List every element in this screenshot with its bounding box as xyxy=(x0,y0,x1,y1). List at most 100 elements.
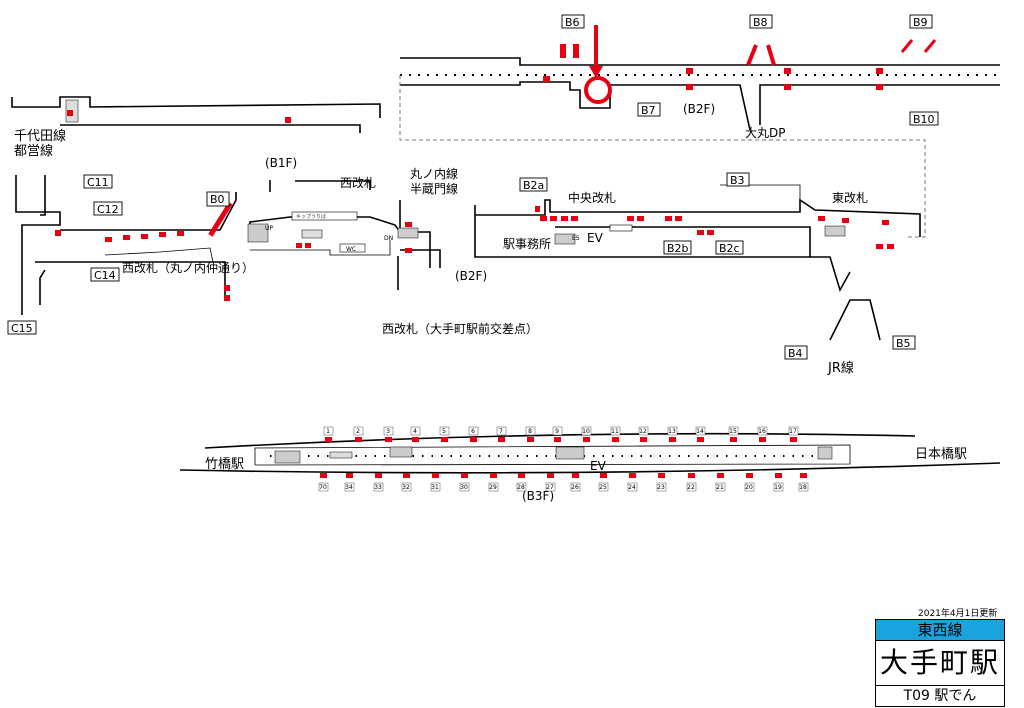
car-number: 7 xyxy=(499,428,503,435)
exit-c14[interactable]: C14 xyxy=(90,267,120,282)
station-code: T09 駅でん xyxy=(903,688,977,704)
car-number-box xyxy=(667,426,678,436)
car-marker xyxy=(441,437,448,442)
svg-text:B2b: B2b xyxy=(667,242,689,255)
up-label: UP xyxy=(265,225,273,232)
svg-text:C11: C11 xyxy=(87,176,109,189)
exit-b2b[interactable]: B2b xyxy=(663,240,692,255)
es-label: ES xyxy=(572,235,580,242)
exit-b10[interactable]: B10 xyxy=(909,111,939,126)
car-number-box xyxy=(798,482,809,492)
exit-b0[interactable]: B0 xyxy=(206,191,230,207)
takebashi-station-label: 竹橋駅 xyxy=(205,457,244,472)
toei-line-label: 都営線 xyxy=(14,143,53,159)
car-marker xyxy=(759,437,766,442)
car-number-box xyxy=(715,482,726,492)
exit-b3[interactable]: B3 xyxy=(726,172,750,187)
car-number: 19 xyxy=(774,484,782,491)
car-number-box xyxy=(323,426,334,436)
car-number-box xyxy=(430,482,441,492)
car-number-box xyxy=(488,482,499,492)
car-number: 5 xyxy=(442,428,446,435)
car-number-box xyxy=(468,426,479,436)
station-info-box: 東西線 大手町駅 T09 駅でん xyxy=(875,619,1005,707)
marunouchi-line-label: 丸ノ内線 xyxy=(410,166,458,181)
car-marker xyxy=(669,437,676,442)
car-marker xyxy=(688,473,695,478)
car-marker xyxy=(375,473,382,478)
car-marker xyxy=(412,437,419,442)
floor-b2f-east-label: (B2F) xyxy=(683,102,715,116)
car-number-box xyxy=(728,426,739,436)
main-concourse: キップうりば WC EV ES UP DN 西改札 西改札（丸ノ内仲通り） 西改… xyxy=(15,166,921,376)
car-number-box xyxy=(773,482,784,492)
exit-b2c[interactable]: B2c xyxy=(715,240,744,255)
car-marker xyxy=(432,473,439,478)
svg-text:C12: C12 xyxy=(97,203,119,216)
svg-text:B9: B9 xyxy=(913,16,928,29)
west-gate-label: 西改札 xyxy=(340,176,376,190)
car-number-box xyxy=(552,426,563,436)
car-number-box xyxy=(788,426,799,436)
exit-b9[interactable]: B9 xyxy=(909,14,933,29)
car-number-box xyxy=(598,482,609,492)
svg-text:B4: B4 xyxy=(788,347,803,360)
svg-text:B2a: B2a xyxy=(523,179,544,192)
car-marker xyxy=(790,437,797,442)
car-marker xyxy=(461,473,468,478)
exit-c12[interactable]: C12 xyxy=(93,201,123,216)
floor-b1f-label: (B1F) xyxy=(265,156,297,170)
updated-date: 2021年4月1日更新 xyxy=(918,609,998,619)
car-marker xyxy=(518,473,525,478)
west-gate-naka-label: 西改札（丸ノ内仲通り） xyxy=(122,261,254,275)
car-marker xyxy=(717,473,724,478)
car-marker xyxy=(730,437,737,442)
car-number: 25 xyxy=(599,484,607,491)
dn-label: DN xyxy=(384,235,393,242)
platform-ev-label: EV xyxy=(590,459,607,473)
exit-c15[interactable]: C15 xyxy=(7,320,37,335)
car-number-box xyxy=(410,426,421,436)
car-number-box xyxy=(525,426,536,436)
car-number: 30 xyxy=(460,484,468,491)
exit-labels: B0 B2a B3 B4 B5 B6 B7 B8 B9 B10 B2b B2c … xyxy=(7,14,939,360)
car-number-box xyxy=(638,426,649,436)
floor-b3f-label: (B3F) xyxy=(522,489,554,503)
west-gate-cross-label: 西改札（大手町駅前交差点） xyxy=(382,321,538,336)
car-number: 10 xyxy=(582,428,590,435)
exit-b6[interactable]: B6 xyxy=(561,14,585,29)
car-marker xyxy=(346,473,353,478)
car-number-box xyxy=(695,426,706,436)
car-number: 23 xyxy=(657,484,665,491)
car-number-box xyxy=(744,482,755,492)
car-marker xyxy=(600,473,607,478)
car-marker xyxy=(498,437,505,442)
exit-b8[interactable]: B8 xyxy=(749,14,773,29)
car-marker xyxy=(490,473,497,478)
hanzomon-line-label: 半蔵門線 xyxy=(410,181,458,196)
car-marker xyxy=(554,437,561,442)
station-office-label: 駅事務所 xyxy=(503,237,551,251)
car-marker xyxy=(629,473,636,478)
car-marker xyxy=(385,437,392,442)
exit-b7[interactable]: B7 xyxy=(637,102,661,117)
car-marker xyxy=(583,437,590,442)
car-number-box xyxy=(439,426,450,436)
car-number: 22 xyxy=(687,484,695,491)
car-number: 17 xyxy=(789,428,797,435)
exit-b5[interactable]: B5 xyxy=(892,335,916,350)
exit-c11[interactable]: C11 xyxy=(83,174,113,189)
car-marker xyxy=(746,473,753,478)
car-number: 6 xyxy=(471,428,475,435)
exit-b4[interactable]: B4 xyxy=(784,345,808,360)
car-number-box xyxy=(383,426,394,436)
car-number: 20 xyxy=(745,484,753,491)
exit-b2a[interactable]: B2a xyxy=(519,177,548,192)
car-number-box xyxy=(496,426,507,436)
car-number-box xyxy=(401,482,412,492)
line-name: 東西線 xyxy=(876,620,1004,641)
